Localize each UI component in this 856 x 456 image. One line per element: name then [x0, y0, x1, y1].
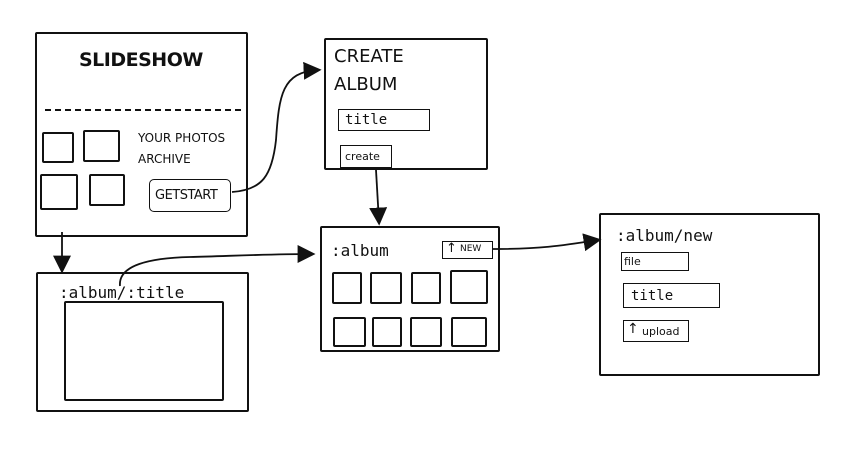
file-input-label: file: [624, 255, 641, 268]
slideshow-page: SLIDESHOW YOUR PHOTOS ARCHIVE GETSTART: [35, 32, 248, 237]
photo-thumbnail: [89, 174, 125, 206]
album-title-input-value: title: [345, 112, 388, 128]
photo-thumbnail: [411, 272, 441, 304]
create-album-title-line1: CREATE: [334, 46, 404, 67]
arrow-create-to-album: [369, 169, 388, 226]
photo-thumbnail: [333, 317, 366, 347]
create-album-page: CREATE ALBUM title create: [324, 38, 488, 170]
photo-thumbnail: [372, 317, 402, 347]
tagline-line2: ARCHIVE: [138, 152, 191, 166]
photo-viewer: [64, 301, 224, 401]
album-title-input[interactable]: title: [338, 109, 430, 131]
upload-button[interactable]: ↑ upload: [623, 320, 689, 342]
upload-arrow-icon: ↑: [627, 321, 639, 337]
photo-thumbnail: [42, 132, 74, 163]
photo-title-input[interactable]: title: [623, 283, 720, 308]
new-button-label: NEW: [460, 244, 482, 254]
create-album-title-line2: ALBUM: [334, 74, 398, 95]
photo-thumbnail: [332, 272, 362, 304]
photo-thumbnail: [40, 174, 78, 210]
photo-thumbnail: [451, 317, 487, 347]
album-new-page: :album/new file title ↑ upload: [599, 213, 820, 376]
new-button[interactable]: ↑ NEW: [442, 241, 493, 259]
album-route: :album: [331, 241, 389, 260]
album-page: :album ↑ NEW: [320, 226, 500, 352]
photo-thumbnail: [83, 130, 120, 162]
slideshow-title: SLIDESHOW: [79, 49, 203, 71]
create-button-label: create: [345, 150, 380, 163]
album-title-route: :album/:title: [59, 283, 185, 302]
getstart-button[interactable]: GETSTART: [149, 179, 231, 212]
create-button[interactable]: create: [340, 145, 392, 168]
arrow-new-to-albumnew: [491, 233, 602, 252]
photo-title-input-value: title: [631, 288, 674, 304]
photo-thumbnail: [370, 272, 402, 304]
getstart-label: GETSTART: [155, 188, 218, 203]
album-new-route: :album/new: [616, 226, 713, 245]
photo-thumbnail: [450, 270, 488, 304]
arrow-getstart-to-create: [231, 61, 322, 193]
slideshow-divider: [45, 109, 241, 111]
upload-button-label: upload: [642, 325, 680, 338]
file-input[interactable]: file: [621, 252, 689, 271]
upload-arrow-icon: ↑: [446, 241, 457, 256]
arrow-title-to-album: [119, 245, 316, 287]
tagline-line1: YOUR PHOTOS: [138, 131, 226, 145]
album-title-page: :album/:title: [36, 272, 249, 412]
photo-thumbnail: [410, 317, 442, 347]
